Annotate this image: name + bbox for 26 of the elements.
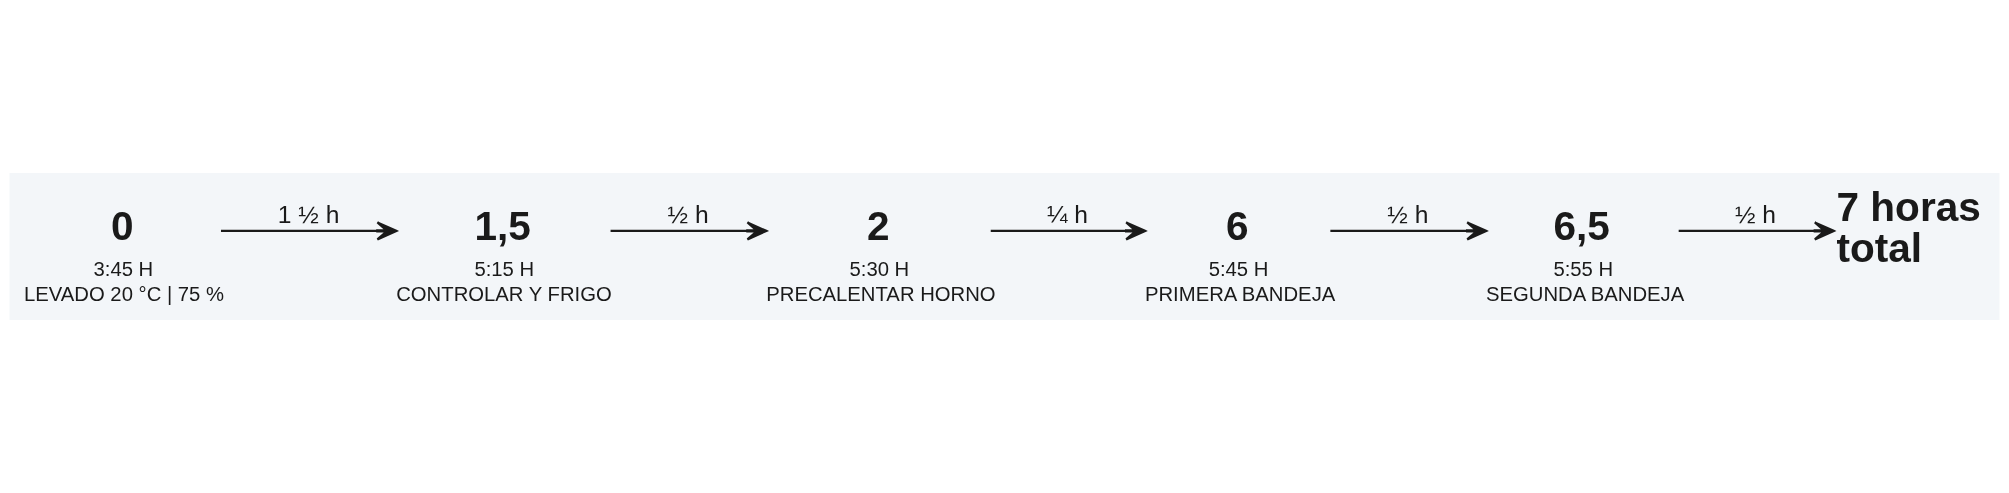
node-label: 3:45 H — [93, 258, 154, 281]
edge-label: ½ h — [667, 201, 709, 229]
arrow — [990, 221, 1147, 241]
node-label: PRIMERA BANDEJA — [1144, 282, 1336, 305]
node-label: 5:15 H — [474, 258, 535, 281]
edge-label: ¼ h — [1046, 201, 1089, 229]
node-label: 5:45 H — [1208, 258, 1269, 281]
edge-label: 1 ½ h — [277, 201, 340, 229]
node-text: 6,5 — [1553, 203, 1610, 250]
node-label: SEGUNDA BANDEJA — [1486, 282, 1685, 305]
node-label: 5:55 H — [1553, 258, 1614, 281]
node-label: CONTROLAR Y FRIGO — [396, 282, 612, 305]
arrow — [1330, 221, 1488, 241]
node-text: 1,5 — [474, 203, 531, 250]
node-text: 0 — [110, 203, 134, 250]
edge-label: ½ h — [1387, 201, 1429, 229]
node-label: 5:30 H — [849, 258, 910, 281]
arrow — [221, 221, 398, 241]
edge-label: ½ h — [1734, 201, 1776, 229]
arrow — [610, 221, 768, 241]
node-label: PRECALENTAR HORNO — [766, 282, 996, 305]
node-text: 6 — [1226, 203, 1249, 250]
node-text: 7 horas total — [1836, 184, 1981, 271]
arrow — [1678, 221, 1835, 241]
node-text: 2 — [866, 203, 890, 250]
node-label: LEVADO 20 °C | 75 % — [24, 282, 224, 305]
